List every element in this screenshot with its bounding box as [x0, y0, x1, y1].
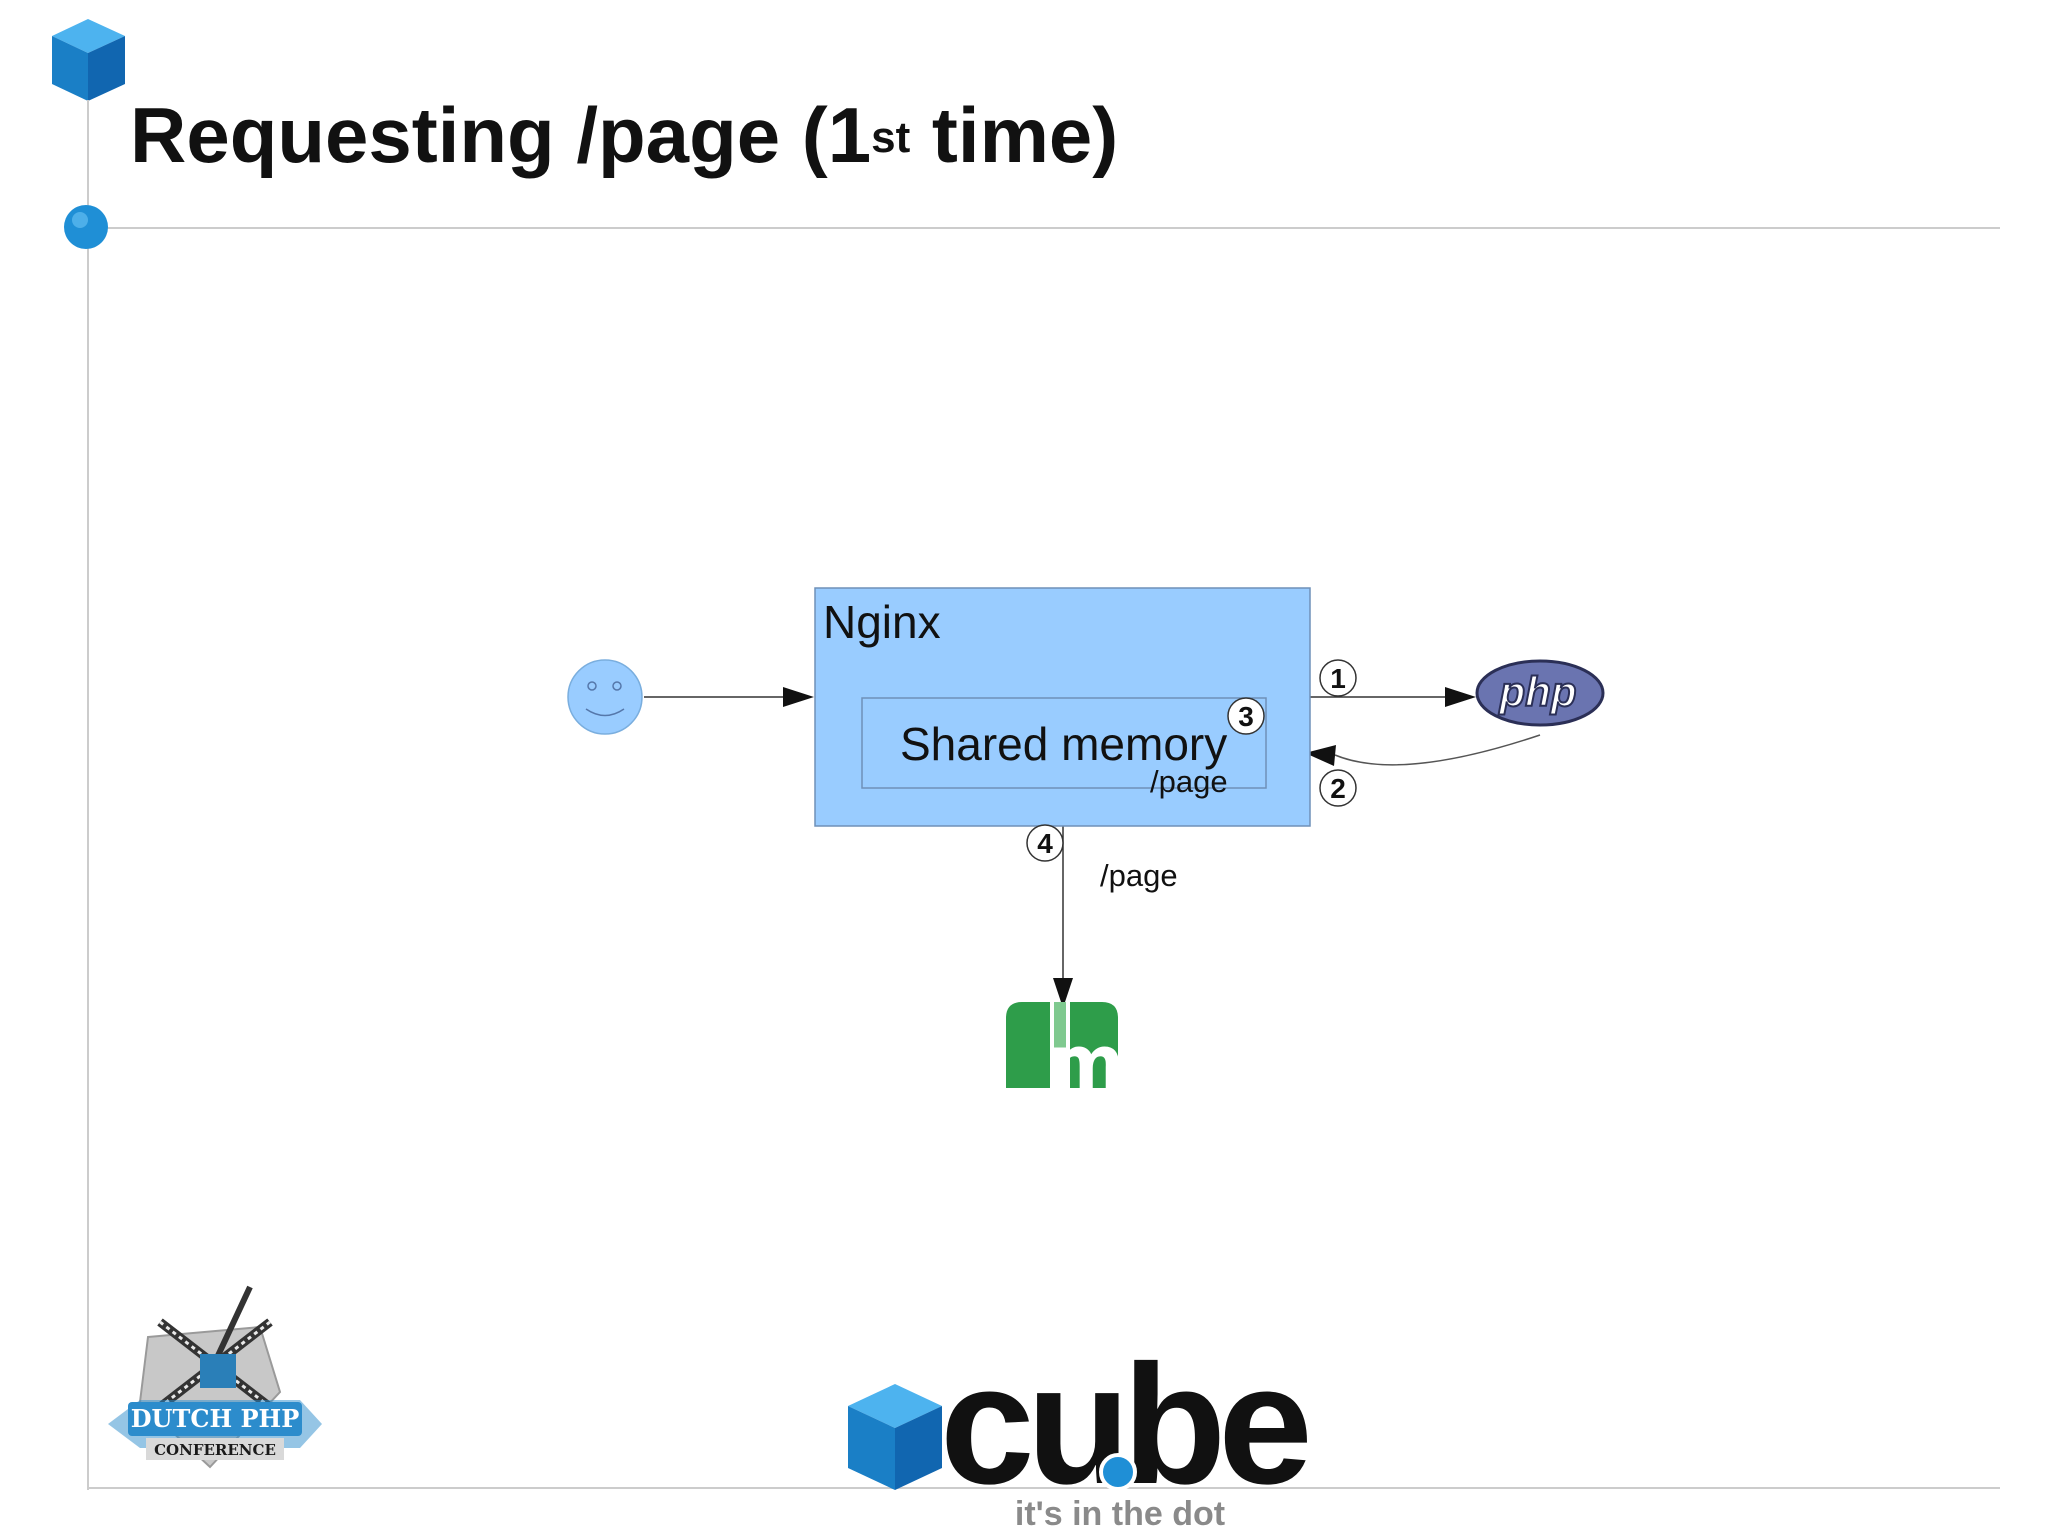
brand-dot-icon [1099, 1453, 1137, 1491]
cube-brand-logo: cube it's in the dot [848, 1340, 1315, 1533]
memcache-logo: m [1006, 1002, 1125, 1106]
step-badge-4: 4 [1026, 824, 1064, 862]
step-badge-1: 1 [1319, 659, 1357, 697]
svg-text:2: 2 [1330, 773, 1346, 804]
shared-memory-box: Shared memory /page [861, 697, 1267, 799]
brand-word: cube [940, 1340, 1307, 1520]
conference-line1: DUTCH PHP [131, 1404, 300, 1433]
arrow-nginx-to-php [1310, 687, 1476, 707]
brand-tagline: it's in the dot [1015, 1495, 1225, 1533]
windmill-icon [157, 1285, 273, 1411]
svg-text:3: 3 [1238, 701, 1254, 732]
shared-memory-key: /page [1150, 764, 1228, 799]
client-smiley-icon [567, 659, 643, 735]
arrow-nginx-to-memcache [1053, 826, 1073, 1008]
dutch-php-conference-logo: DUTCH PHP CONFERENCE [108, 1285, 322, 1469]
svg-text:4: 4 [1037, 828, 1053, 859]
step-badge-2: 2 [1319, 769, 1357, 807]
arrow-client-to-nginx [644, 687, 814, 707]
slide-title: Requesting /page (1st time) [130, 91, 1119, 179]
memcache-letter: m [1047, 1020, 1124, 1106]
shared-memory-label: Shared memory [900, 718, 1227, 770]
svg-text:1: 1 [1330, 663, 1346, 694]
brand-cube-icon [848, 1384, 942, 1490]
corner-cube-icon [52, 19, 125, 101]
arrow-php-to-nginx [1305, 734, 1541, 766]
nginx-label: Nginx [823, 596, 941, 648]
php-label: php [1499, 668, 1577, 715]
conference-line2: CONFERENCE [154, 1441, 276, 1459]
step-badge-3: 3 [1227, 697, 1265, 735]
php-logo: php [1475, 659, 1605, 727]
edge-label-page: /page [1100, 858, 1178, 893]
